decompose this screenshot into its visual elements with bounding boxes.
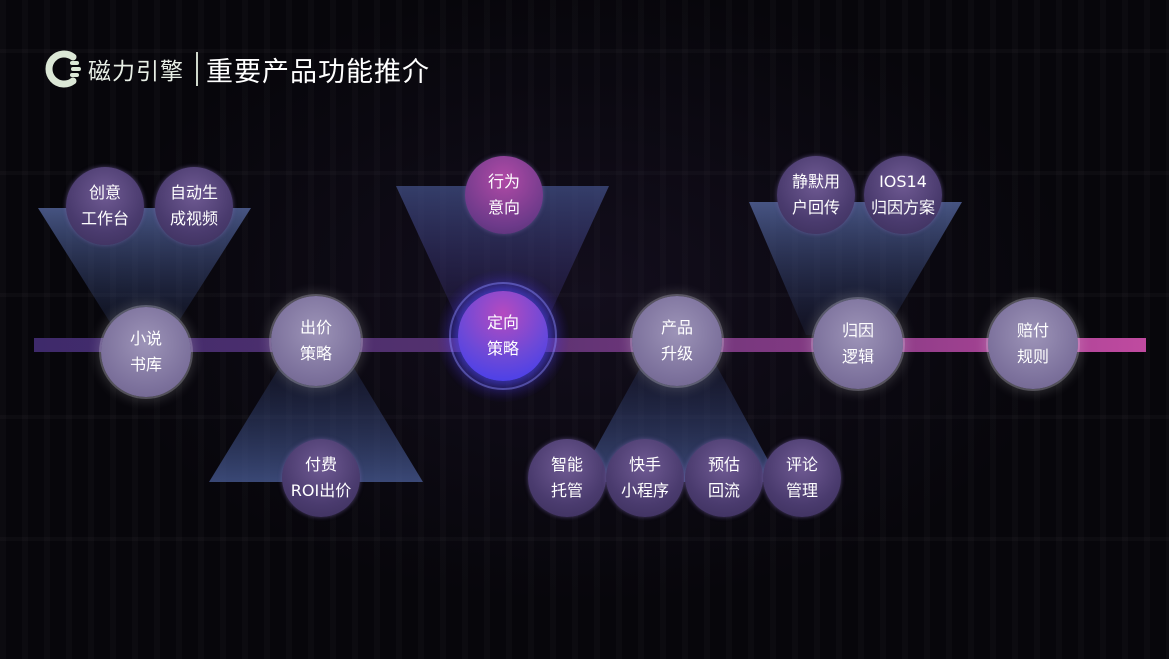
node-label: 行为 — [487, 172, 520, 191]
node-label: IOS14 — [879, 172, 927, 191]
node-label: 管理 — [785, 481, 818, 500]
node-label: 快手 — [628, 455, 661, 474]
node-label: 产品 — [660, 318, 693, 337]
node-behavior-intent[interactable]: 行为 意向 — [465, 156, 543, 234]
page-title: 重要产品功能推介 — [206, 56, 430, 88]
node-smart-hosting[interactable]: 智能 托管 — [528, 439, 606, 517]
node-attribution-logic[interactable]: 归因 逻辑 — [813, 299, 903, 389]
node-ios14-attribution[interactable]: IOS14 归因方案 — [864, 156, 942, 234]
node-label: 策略 — [486, 339, 519, 358]
funnel-beam-targeting — [396, 186, 609, 325]
brand-name: 磁力引擎 — [88, 59, 184, 85]
funnel-beam-attribution — [749, 202, 962, 335]
node-product-upgrade[interactable]: 产品 升级 — [632, 296, 722, 386]
center-ring — [449, 282, 557, 390]
node-label: 赔付 — [1016, 321, 1049, 340]
header: 磁力引擎 重要产品功能推介 — [40, 46, 430, 92]
node-label: 升级 — [660, 344, 693, 363]
node-label: 户回传 — [791, 198, 840, 217]
node-label: 归因方案 — [870, 198, 935, 217]
node-label: 逻辑 — [841, 347, 874, 366]
magnet-c-logo-icon — [45, 50, 81, 88]
node-label: 策略 — [299, 344, 332, 363]
node-label: 工作台 — [80, 209, 129, 228]
node-estimated-backflow[interactable]: 预估 回流 — [685, 439, 763, 517]
node-label: 小程序 — [620, 481, 669, 500]
node-bid-strategy[interactable]: 出价 策略 — [271, 296, 361, 386]
node-label: 规则 — [1016, 347, 1049, 366]
node-novel-library[interactable]: 小说 书库 — [101, 307, 191, 397]
timeline-bar — [34, 338, 1146, 352]
node-auto-video[interactable]: 自动生 成视频 — [155, 167, 233, 245]
node-paid-roi-bid[interactable]: 付费 ROI出价 — [282, 439, 360, 517]
funnel-beam-bid — [209, 350, 423, 482]
node-label: 预估 — [707, 455, 740, 474]
node-label: 自动生 — [169, 183, 218, 202]
node-label: 定向 — [486, 313, 519, 332]
node-label: 意向 — [487, 198, 520, 217]
node-compensation-rules[interactable]: 赔付 规则 — [988, 299, 1078, 389]
node-label: 付费 — [304, 455, 337, 474]
node-targeting-strategy[interactable]: 定向 策略 — [458, 291, 548, 381]
node-label: ROI出价 — [290, 481, 352, 500]
node-label: 小说 — [129, 329, 162, 348]
node-kuaishou-miniprogram[interactable]: 快手 小程序 — [606, 439, 684, 517]
node-label: 归因 — [841, 321, 874, 340]
node-label: 出价 — [299, 318, 332, 337]
node-label: 创意 — [88, 183, 121, 202]
node-comment-management[interactable]: 评论 管理 — [763, 439, 841, 517]
node-label: 书库 — [129, 355, 162, 374]
node-label: 评论 — [785, 455, 818, 474]
header-divider — [196, 52, 198, 86]
node-label: 成视频 — [169, 209, 218, 228]
node-label: 静默用 — [791, 172, 840, 191]
node-creative-workbench[interactable]: 创意 工作台 — [66, 167, 144, 245]
node-label: 回流 — [707, 481, 740, 500]
node-label: 托管 — [550, 481, 583, 500]
node-label: 智能 — [550, 455, 583, 474]
node-silent-user-callback[interactable]: 静默用 户回传 — [777, 156, 855, 234]
